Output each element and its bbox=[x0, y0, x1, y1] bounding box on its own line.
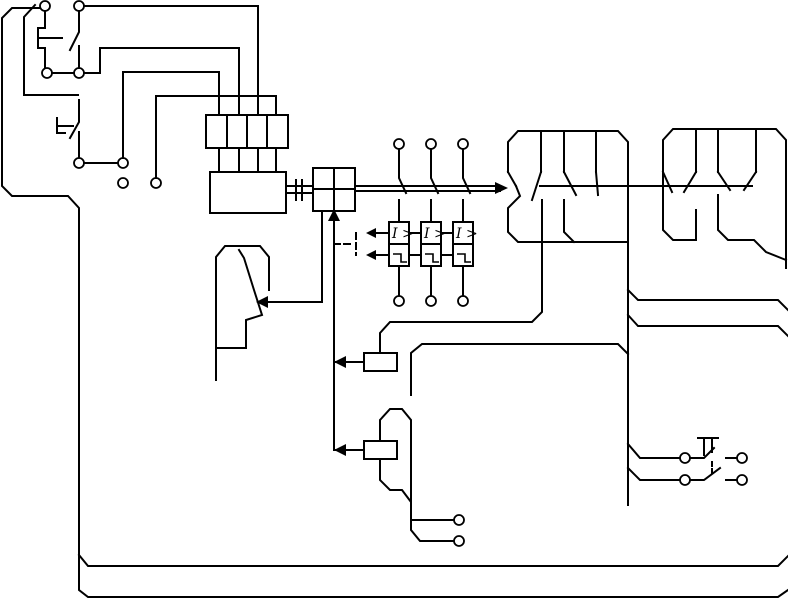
terminal bbox=[680, 475, 690, 485]
terminal bbox=[426, 296, 436, 306]
terminal bbox=[151, 178, 161, 188]
right-bus bbox=[628, 290, 788, 336]
relay-block bbox=[206, 115, 288, 213]
contactor-group-1 bbox=[508, 131, 628, 505]
terminal bbox=[426, 139, 436, 149]
trip-unit: I > bbox=[389, 222, 414, 266]
terminal bbox=[74, 158, 84, 168]
terminal bbox=[74, 68, 84, 78]
left-switch bbox=[216, 246, 269, 380]
terminal bbox=[118, 178, 128, 188]
terminal bbox=[458, 296, 468, 306]
trip-unit: I > bbox=[453, 222, 478, 266]
mechanical-coupling bbox=[286, 168, 508, 211]
terminal bbox=[40, 1, 50, 11]
terminal bbox=[454, 536, 464, 546]
trip-unit-label: I > bbox=[455, 226, 478, 242]
trip-unit: I > bbox=[421, 222, 446, 266]
terminal bbox=[454, 515, 464, 525]
terminal bbox=[118, 158, 128, 168]
contactor-group-2 bbox=[540, 129, 786, 268]
breaker-poles: I > I > I > bbox=[334, 139, 478, 306]
terminal bbox=[680, 453, 690, 463]
pushbutton-station bbox=[628, 438, 747, 485]
terminal bbox=[737, 475, 747, 485]
terminal bbox=[737, 453, 747, 463]
actuator-shaft bbox=[256, 209, 364, 456]
terminal bbox=[458, 139, 468, 149]
terminal bbox=[74, 1, 84, 11]
terminal bbox=[42, 68, 52, 78]
terminal bbox=[394, 139, 404, 149]
terminal bbox=[394, 296, 404, 306]
